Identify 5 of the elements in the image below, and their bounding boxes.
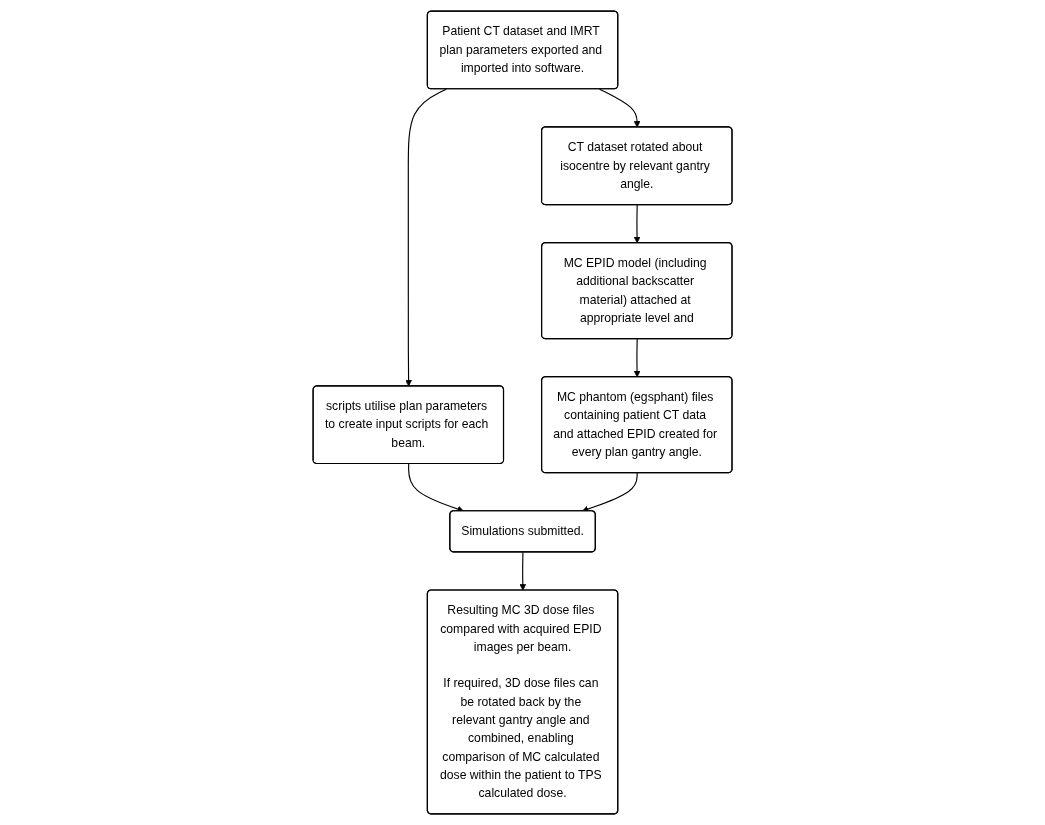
- arrow: [598, 88, 641, 128]
- arrow: [633, 204, 641, 244]
- arrow: [519, 551, 527, 591]
- arrow: [405, 88, 447, 387]
- arrow: [633, 338, 641, 378]
